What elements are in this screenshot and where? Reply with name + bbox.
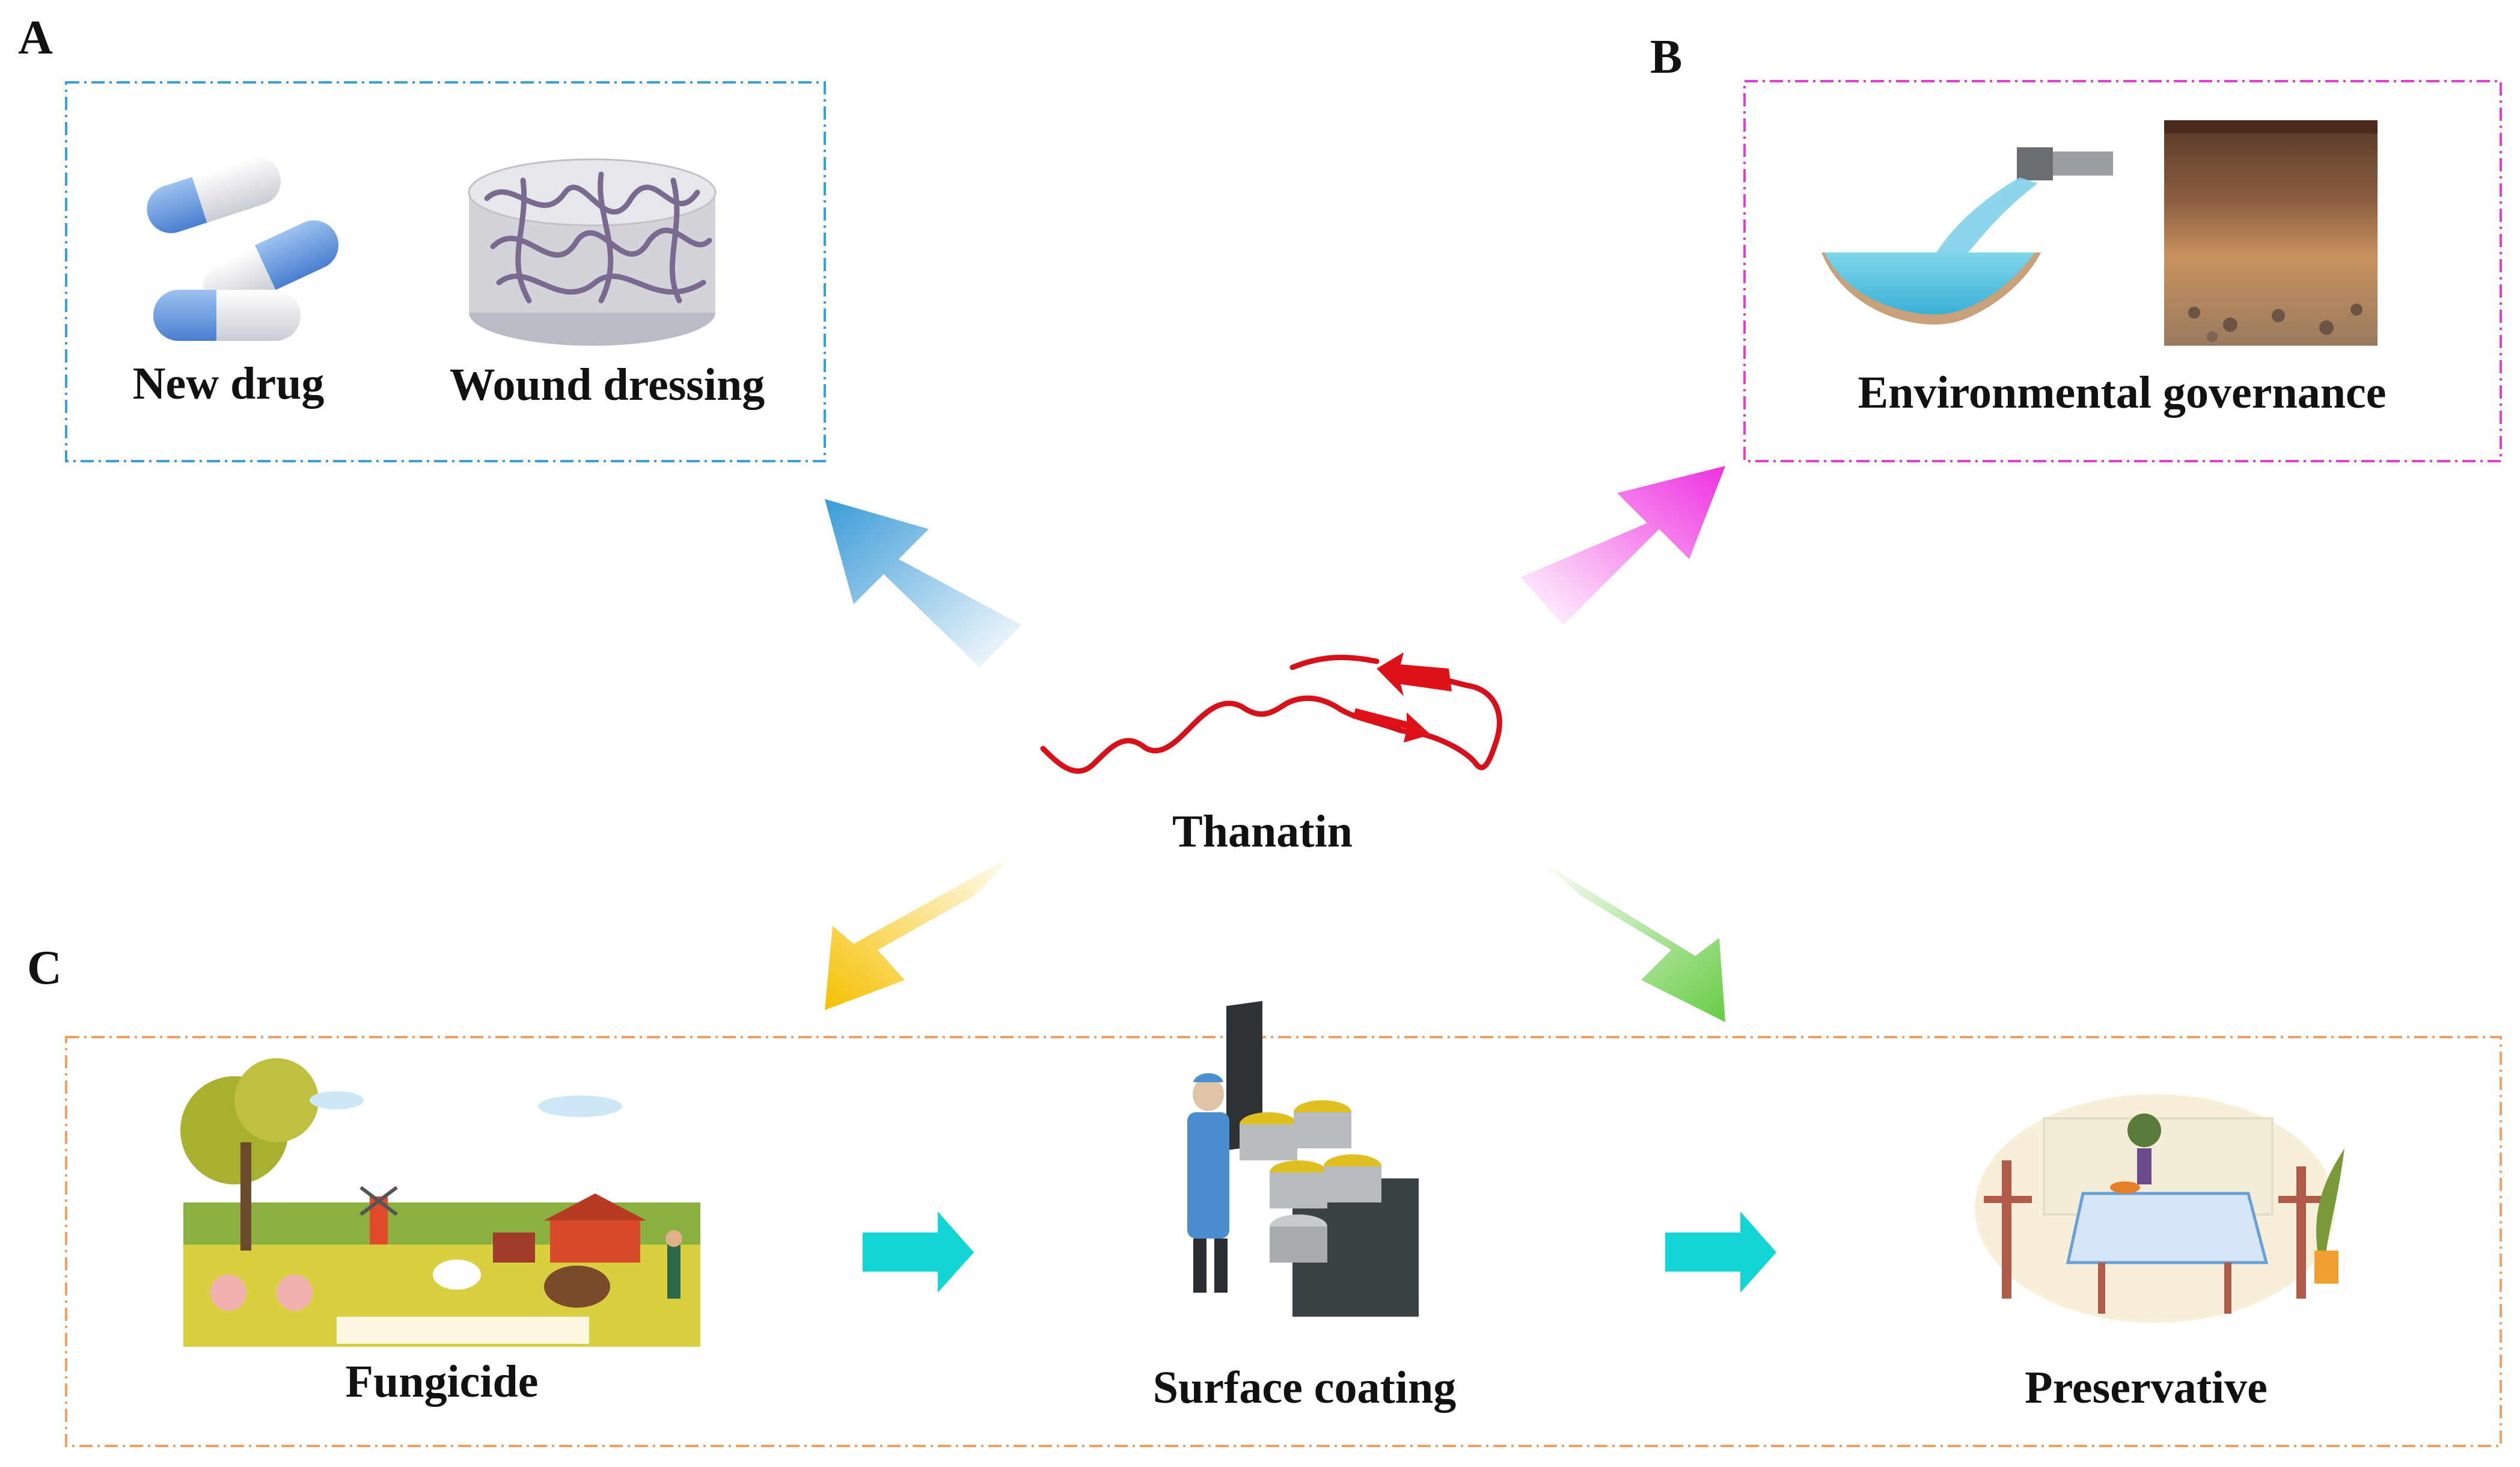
surface-coating-label: Surface coating bbox=[1152, 1362, 1457, 1413]
arrow-to-b bbox=[1521, 466, 1725, 625]
flow-arrow-2 bbox=[1665, 1211, 1776, 1293]
arrow-to-a bbox=[825, 499, 1022, 667]
panel-b-box bbox=[1743, 80, 2502, 462]
dining-table-icon bbox=[1975, 1094, 2344, 1323]
panel-b-letter: B bbox=[1650, 31, 1683, 84]
flow-arrow-1 bbox=[863, 1211, 974, 1293]
coating-worker-icon bbox=[1187, 1000, 1419, 1317]
peptide-ribbon-icon bbox=[1040, 652, 1502, 774]
preservative-label: Preservative bbox=[2025, 1362, 2268, 1413]
water-soil-icon bbox=[1821, 120, 2378, 346]
arrow-to-c-right bbox=[1539, 860, 1725, 1022]
panel-a-letter: A bbox=[18, 11, 53, 64]
panel-c-letter: C bbox=[27, 942, 62, 994]
thanatin-label: Thanatin bbox=[1172, 806, 1353, 857]
panel-c-box bbox=[65, 1036, 2502, 1447]
panel-a-box bbox=[65, 81, 826, 462]
farm-scene-icon bbox=[180, 1058, 700, 1347]
hydrogel-dressing-icon bbox=[468, 158, 717, 346]
wound-dressing-label: Wound dressing bbox=[449, 360, 765, 410]
capsule-pills-icon bbox=[147, 157, 339, 341]
environmental-governance-label: Environmental governance bbox=[1858, 367, 2387, 418]
new-drug-label: New drug bbox=[132, 358, 325, 409]
fungicide-label: Fungicide bbox=[345, 1356, 539, 1407]
arrow-to-c-left bbox=[825, 854, 1016, 1010]
